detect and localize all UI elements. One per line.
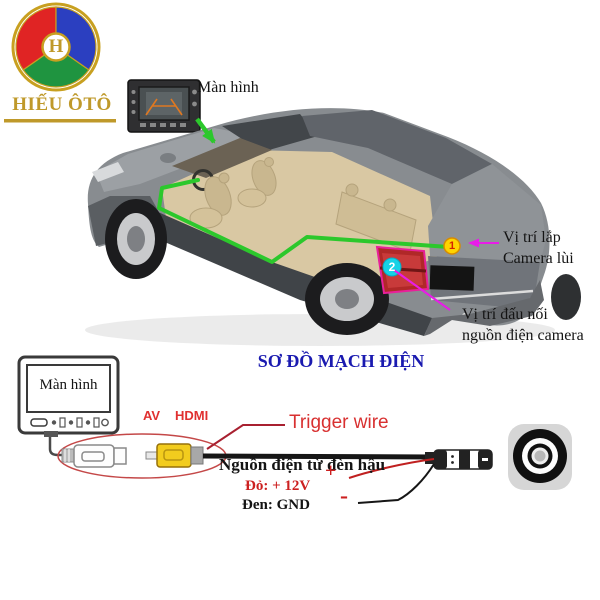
- dashboard: [172, 138, 272, 178]
- brand-underline: [4, 119, 116, 123]
- parking-guidelines: [145, 98, 183, 116]
- minus-symbol: -: [340, 483, 348, 509]
- car-seats: [189, 157, 417, 253]
- camera-position-line2: Camera lùi: [503, 250, 574, 267]
- av-label: AV: [143, 408, 161, 423]
- marker-1-circle: [443, 237, 461, 255]
- headlight: [92, 162, 124, 182]
- rear-deck: [302, 110, 492, 184]
- car-interior: [162, 150, 437, 290]
- head-unit-image: [127, 79, 201, 133]
- chrome-trim: [430, 289, 534, 301]
- monitor-cable: [48, 437, 62, 457]
- rca-male-connector: [145, 443, 204, 468]
- monitor-arrow: [195, 117, 216, 144]
- plus-symbol: +: [325, 460, 337, 482]
- rear-wheel: [305, 263, 389, 335]
- tail-light-power-label: Nguồn điện từ đèn hậu: [219, 455, 386, 474]
- marker-1-number: 1: [448, 240, 456, 252]
- logo-center-circle: [41, 32, 71, 62]
- black-ground-wire: [357, 463, 435, 504]
- camera-lens: [534, 450, 546, 462]
- red-wire-label: Đỏ: + 12V: [245, 478, 311, 494]
- monitor-label-bottom: Màn hình: [39, 377, 98, 393]
- diagram-title: SƠ ĐỒ MẠCH ĐIỆN: [257, 351, 425, 371]
- camera-plug-connector: [425, 449, 493, 470]
- front-wheel: [105, 199, 167, 279]
- monitor-label-top: Màn hình: [197, 79, 259, 96]
- side-mirror: [160, 153, 176, 163]
- red-power-wire: [348, 458, 435, 479]
- logo-green-slice: [22, 46, 90, 88]
- brand-name: HIẾU ÔTÔ: [12, 94, 112, 115]
- trigger-wire-label: Trigger wire: [289, 412, 389, 433]
- hdmi-label: HDMI: [175, 408, 209, 423]
- power-connect-line1: Vị trí đấu nối: [462, 306, 548, 323]
- marker-2-number: 2: [388, 260, 396, 274]
- windshield-frame: [222, 114, 318, 152]
- logo-red-slice: [15, 6, 57, 71]
- brand-logo: [4, 2, 116, 123]
- trunk-lid: [428, 164, 546, 262]
- rca-female-connector: [61, 444, 127, 468]
- camera-extension-cable: [202, 453, 435, 460]
- power-position-line: [393, 269, 451, 311]
- logo-monogram: H: [48, 36, 64, 57]
- camera-position-line1: Vị trí lắp: [503, 229, 561, 246]
- rear-camera-drawing: [508, 424, 572, 490]
- far-rear-wheel: [551, 274, 581, 320]
- car-illustration: [85, 108, 581, 346]
- camera-cable-route: [157, 178, 451, 264]
- power-connect-label: Vị trí đấu nối nguồn điện camera: [462, 304, 584, 346]
- monitor-drawing: [17, 355, 120, 457]
- power-connect-line2: nguồn điện camera: [462, 327, 584, 344]
- license-plate: [429, 265, 475, 291]
- logo-blue-slice: [55, 6, 97, 71]
- camera-position-label: Vị trí lắp Camera lùi: [503, 227, 574, 269]
- trigger-wire-leader: [206, 424, 285, 450]
- ground-wire-label: Đen: GND: [242, 497, 310, 513]
